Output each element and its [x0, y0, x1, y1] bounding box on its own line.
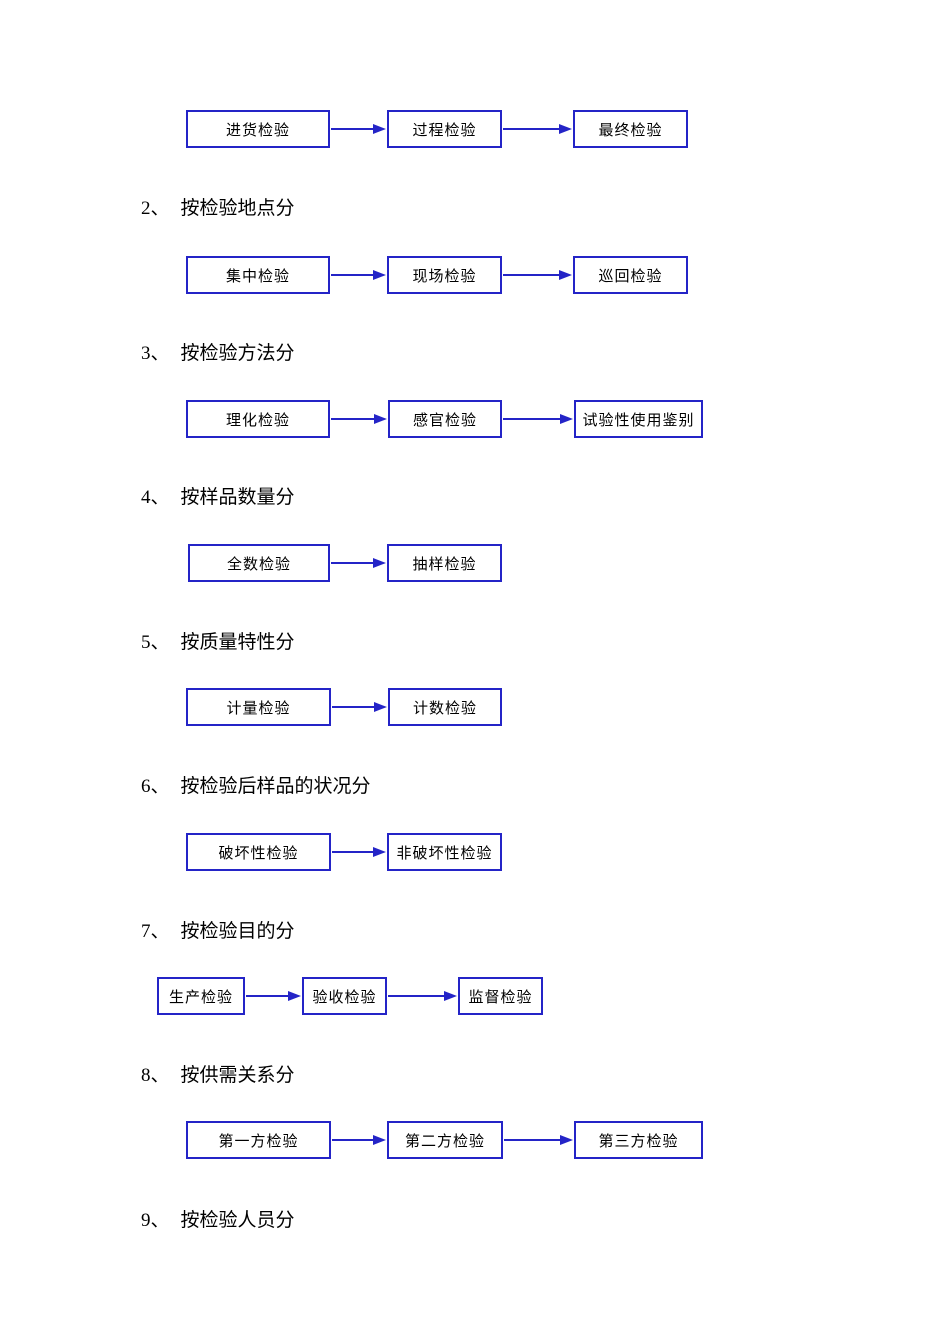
section-number: 8、 [141, 1065, 170, 1086]
flow-box: 全数检验 [188, 544, 330, 582]
flow-box: 集中检验 [186, 256, 330, 294]
section-number: 3、 [141, 343, 170, 364]
flow-box: 理化检验 [186, 400, 330, 438]
flow-box: 巡回检验 [573, 256, 688, 294]
flow-row-inspection-purpose: 生产检验 验收检验 监督检验 [0, 977, 950, 1015]
flow-box: 第三方检验 [574, 1121, 703, 1159]
flow-box: 过程检验 [387, 110, 502, 148]
section-title: 按质量特性分 [180, 632, 295, 653]
flow-box: 验收检验 [302, 977, 387, 1015]
flow-row-inspection-stage: 进货检验 过程检验 最终检验 [0, 110, 950, 148]
flow-box: 第一方检验 [186, 1121, 331, 1159]
arrow-connector-icon [331, 414, 387, 424]
arrow-connector-icon [331, 270, 386, 280]
arrow-connector-icon [504, 1135, 573, 1145]
flow-row-sample-condition: 破坏性检验 非破坏性检验 [0, 833, 950, 871]
section-number: 9、 [141, 1210, 170, 1231]
section-title: 按供需关系分 [180, 1065, 295, 1086]
flow-row-supply-demand-relation: 第一方检验 第二方检验 第三方检验 [0, 1121, 950, 1159]
section-number: 5、 [141, 632, 170, 653]
section-heading: 3、 按检验方法分 [141, 343, 295, 367]
flow-box: 第二方检验 [387, 1121, 503, 1159]
arrow-connector-icon [246, 991, 301, 1001]
arrow-connector-icon [332, 1135, 386, 1145]
section-heading: 9、 按检验人员分 [141, 1210, 295, 1234]
section-heading: 6、 按检验后样品的状况分 [141, 776, 371, 800]
flow-box: 现场检验 [387, 256, 502, 294]
flow-row-sample-quantity: 全数检验 抽样检验 [0, 544, 950, 582]
flow-box: 监督检验 [458, 977, 543, 1015]
arrow-connector-icon [331, 124, 386, 134]
flow-box: 破坏性检验 [186, 833, 331, 871]
section-title: 按检验方法分 [180, 343, 295, 364]
section-heading: 7、 按检验目的分 [141, 921, 295, 945]
flow-box: 试验性使用鉴别 [574, 400, 703, 438]
section-title: 按检验目的分 [180, 921, 295, 942]
flow-box: 计数检验 [388, 688, 502, 726]
flow-box: 计量检验 [186, 688, 331, 726]
arrow-connector-icon [503, 414, 573, 424]
flow-box: 生产检验 [157, 977, 245, 1015]
arrow-connector-icon [503, 124, 572, 134]
flow-box: 抽样检验 [387, 544, 502, 582]
section-number: 2、 [141, 198, 170, 219]
section-title: 按样品数量分 [180, 487, 295, 508]
flow-row-inspection-place: 集中检验 现场检验 巡回检验 [0, 256, 950, 294]
section-number: 4、 [141, 487, 170, 508]
section-heading: 2、 按检验地点分 [141, 198, 295, 222]
section-heading: 8、 按供需关系分 [141, 1065, 295, 1089]
section-heading: 5、 按质量特性分 [141, 632, 295, 656]
flow-box: 非破坏性检验 [387, 833, 502, 871]
section-title: 按检验地点分 [180, 198, 295, 219]
arrow-connector-icon [331, 558, 386, 568]
flow-box: 感官检验 [388, 400, 502, 438]
arrow-connector-icon [332, 702, 387, 712]
flow-box: 进货检验 [186, 110, 330, 148]
arrow-connector-icon [503, 270, 572, 280]
section-title: 按检验人员分 [180, 1210, 295, 1231]
flow-box: 最终检验 [573, 110, 688, 148]
flow-row-quality-characteristic: 计量检验 计数检验 [0, 688, 950, 726]
arrow-connector-icon [332, 847, 386, 857]
section-title: 按检验后样品的状况分 [180, 776, 371, 797]
section-number: 6、 [141, 776, 170, 797]
flow-row-inspection-method: 理化检验 感官检验 试验性使用鉴别 [0, 400, 950, 438]
section-number: 7、 [141, 921, 170, 942]
arrow-connector-icon [388, 991, 457, 1001]
section-heading: 4、 按样品数量分 [141, 487, 295, 511]
